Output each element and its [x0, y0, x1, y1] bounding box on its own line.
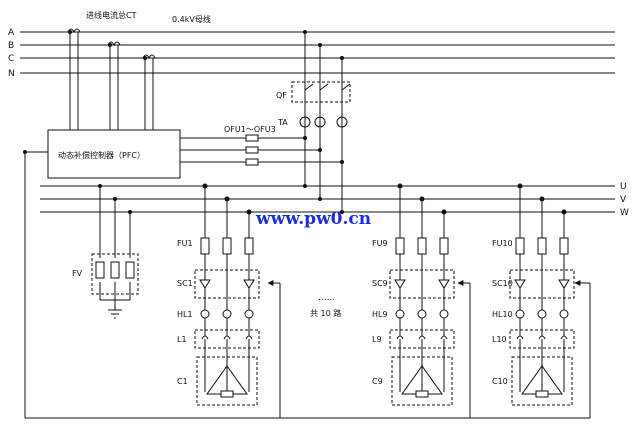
reactor-box — [194, 329, 260, 349]
capacitor-branch — [509, 183, 575, 406]
branch-fuse — [244, 237, 254, 255]
reactor-coil — [538, 335, 546, 340]
arrester-label: FV — [72, 269, 83, 278]
indicator-lamp — [417, 309, 427, 319]
ct-coil-b — [107, 41, 121, 47]
reactor-coil — [418, 335, 426, 340]
indicator-lamp — [515, 309, 525, 319]
reactor-coil — [440, 335, 448, 340]
branch-fuse — [395, 237, 405, 255]
ct-coil-c — [142, 54, 156, 60]
branch-fuse — [200, 237, 210, 255]
indicator-lamp — [244, 309, 254, 319]
branch-fuse — [559, 237, 569, 255]
qf-box — [291, 81, 351, 103]
branch-sc-label: SC10 — [492, 279, 513, 288]
capacitor-box — [391, 356, 453, 406]
thyristor-icon — [514, 279, 570, 289]
qf-label: QF — [276, 91, 287, 100]
ofu3-fuse — [245, 158, 259, 166]
ta-ct-1 — [299, 116, 311, 128]
branch-dots: ...... — [318, 293, 335, 303]
branch-c-label: C9 — [372, 377, 383, 386]
branch-fuse — [515, 237, 525, 255]
phase-label-c: C — [8, 54, 14, 64]
fuse-range-label: OFU1～OFU3 — [224, 125, 276, 134]
reactor-coil — [201, 335, 209, 340]
phase-label-u: U — [620, 182, 627, 192]
indicator-lamp — [559, 309, 569, 319]
branch-fu-label: FU10 — [492, 239, 513, 248]
ofu1-fuse — [245, 134, 259, 142]
thyristor-icon — [199, 279, 255, 289]
controller-label: 动态补偿控制器（PFC） — [58, 150, 145, 160]
arrester-3 — [125, 261, 135, 279]
branch-l-label: L9 — [372, 335, 382, 344]
branch-hl-label: HL10 — [492, 310, 513, 319]
ofu2-fuse — [245, 146, 259, 154]
indicator-lamp — [395, 309, 405, 319]
phase-label-w: W — [620, 208, 629, 218]
branch-count-note: 共 10 路 — [310, 308, 341, 318]
branch-sc-label: SC1 — [177, 279, 193, 288]
phase-label-b: B — [8, 41, 14, 51]
branch-fu-label: FU9 — [372, 239, 388, 248]
watermark: www.pw0.cn — [255, 209, 371, 229]
ct-label: 进线电流总CT — [86, 10, 137, 20]
thyristor-switch — [509, 269, 575, 299]
reactor-box — [389, 329, 455, 349]
indicator-lamp — [200, 309, 210, 319]
reactor-coil — [516, 335, 524, 340]
ta-label: TA — [277, 118, 288, 127]
ta-ct-3 — [336, 116, 348, 128]
arrester-2 — [110, 261, 120, 279]
phase-label-v: V — [620, 195, 627, 205]
reactor-box — [509, 329, 575, 349]
capacitor-box — [511, 356, 573, 406]
branch-fuse — [439, 237, 449, 255]
reactor-coil — [560, 335, 568, 340]
indicator-lamp — [439, 309, 449, 319]
branch-sc-label: SC9 — [372, 279, 388, 288]
bus-voltage-label: 0.4kV母线 — [172, 14, 211, 24]
branch-hl-label: HL1 — [177, 310, 193, 319]
reactor-coil — [396, 335, 404, 340]
thyristor-switch — [194, 269, 260, 299]
reactor-coil — [223, 335, 231, 340]
branch-fuse — [222, 237, 232, 255]
capacitor-box — [196, 356, 258, 406]
thyristor-switch — [389, 269, 455, 299]
indicator-lamp — [537, 309, 547, 319]
branch-l-label: L10 — [492, 335, 507, 344]
phase-label-a: A — [8, 28, 15, 38]
phase-label-n: N — [8, 69, 15, 79]
capacitor-branch — [389, 183, 455, 406]
branch-hl-label: HL9 — [372, 310, 388, 319]
capacitor-branch — [194, 183, 260, 406]
branch-c-label: C1 — [177, 377, 188, 386]
arrester-1 — [95, 261, 105, 279]
branch-c-label: C10 — [492, 377, 508, 386]
indicator-lamp — [222, 309, 232, 319]
branch-fuse — [417, 237, 427, 255]
branch-l-label: L1 — [177, 335, 187, 344]
branch-fuse — [537, 237, 547, 255]
ta-ct-2 — [314, 116, 326, 128]
reactor-coil — [245, 335, 253, 340]
ct-coil-a — [67, 28, 81, 34]
arrester-box — [91, 253, 139, 295]
thyristor-icon — [394, 279, 450, 289]
branch-fu-label: FU1 — [177, 239, 193, 248]
controller-box — [47, 129, 181, 179]
